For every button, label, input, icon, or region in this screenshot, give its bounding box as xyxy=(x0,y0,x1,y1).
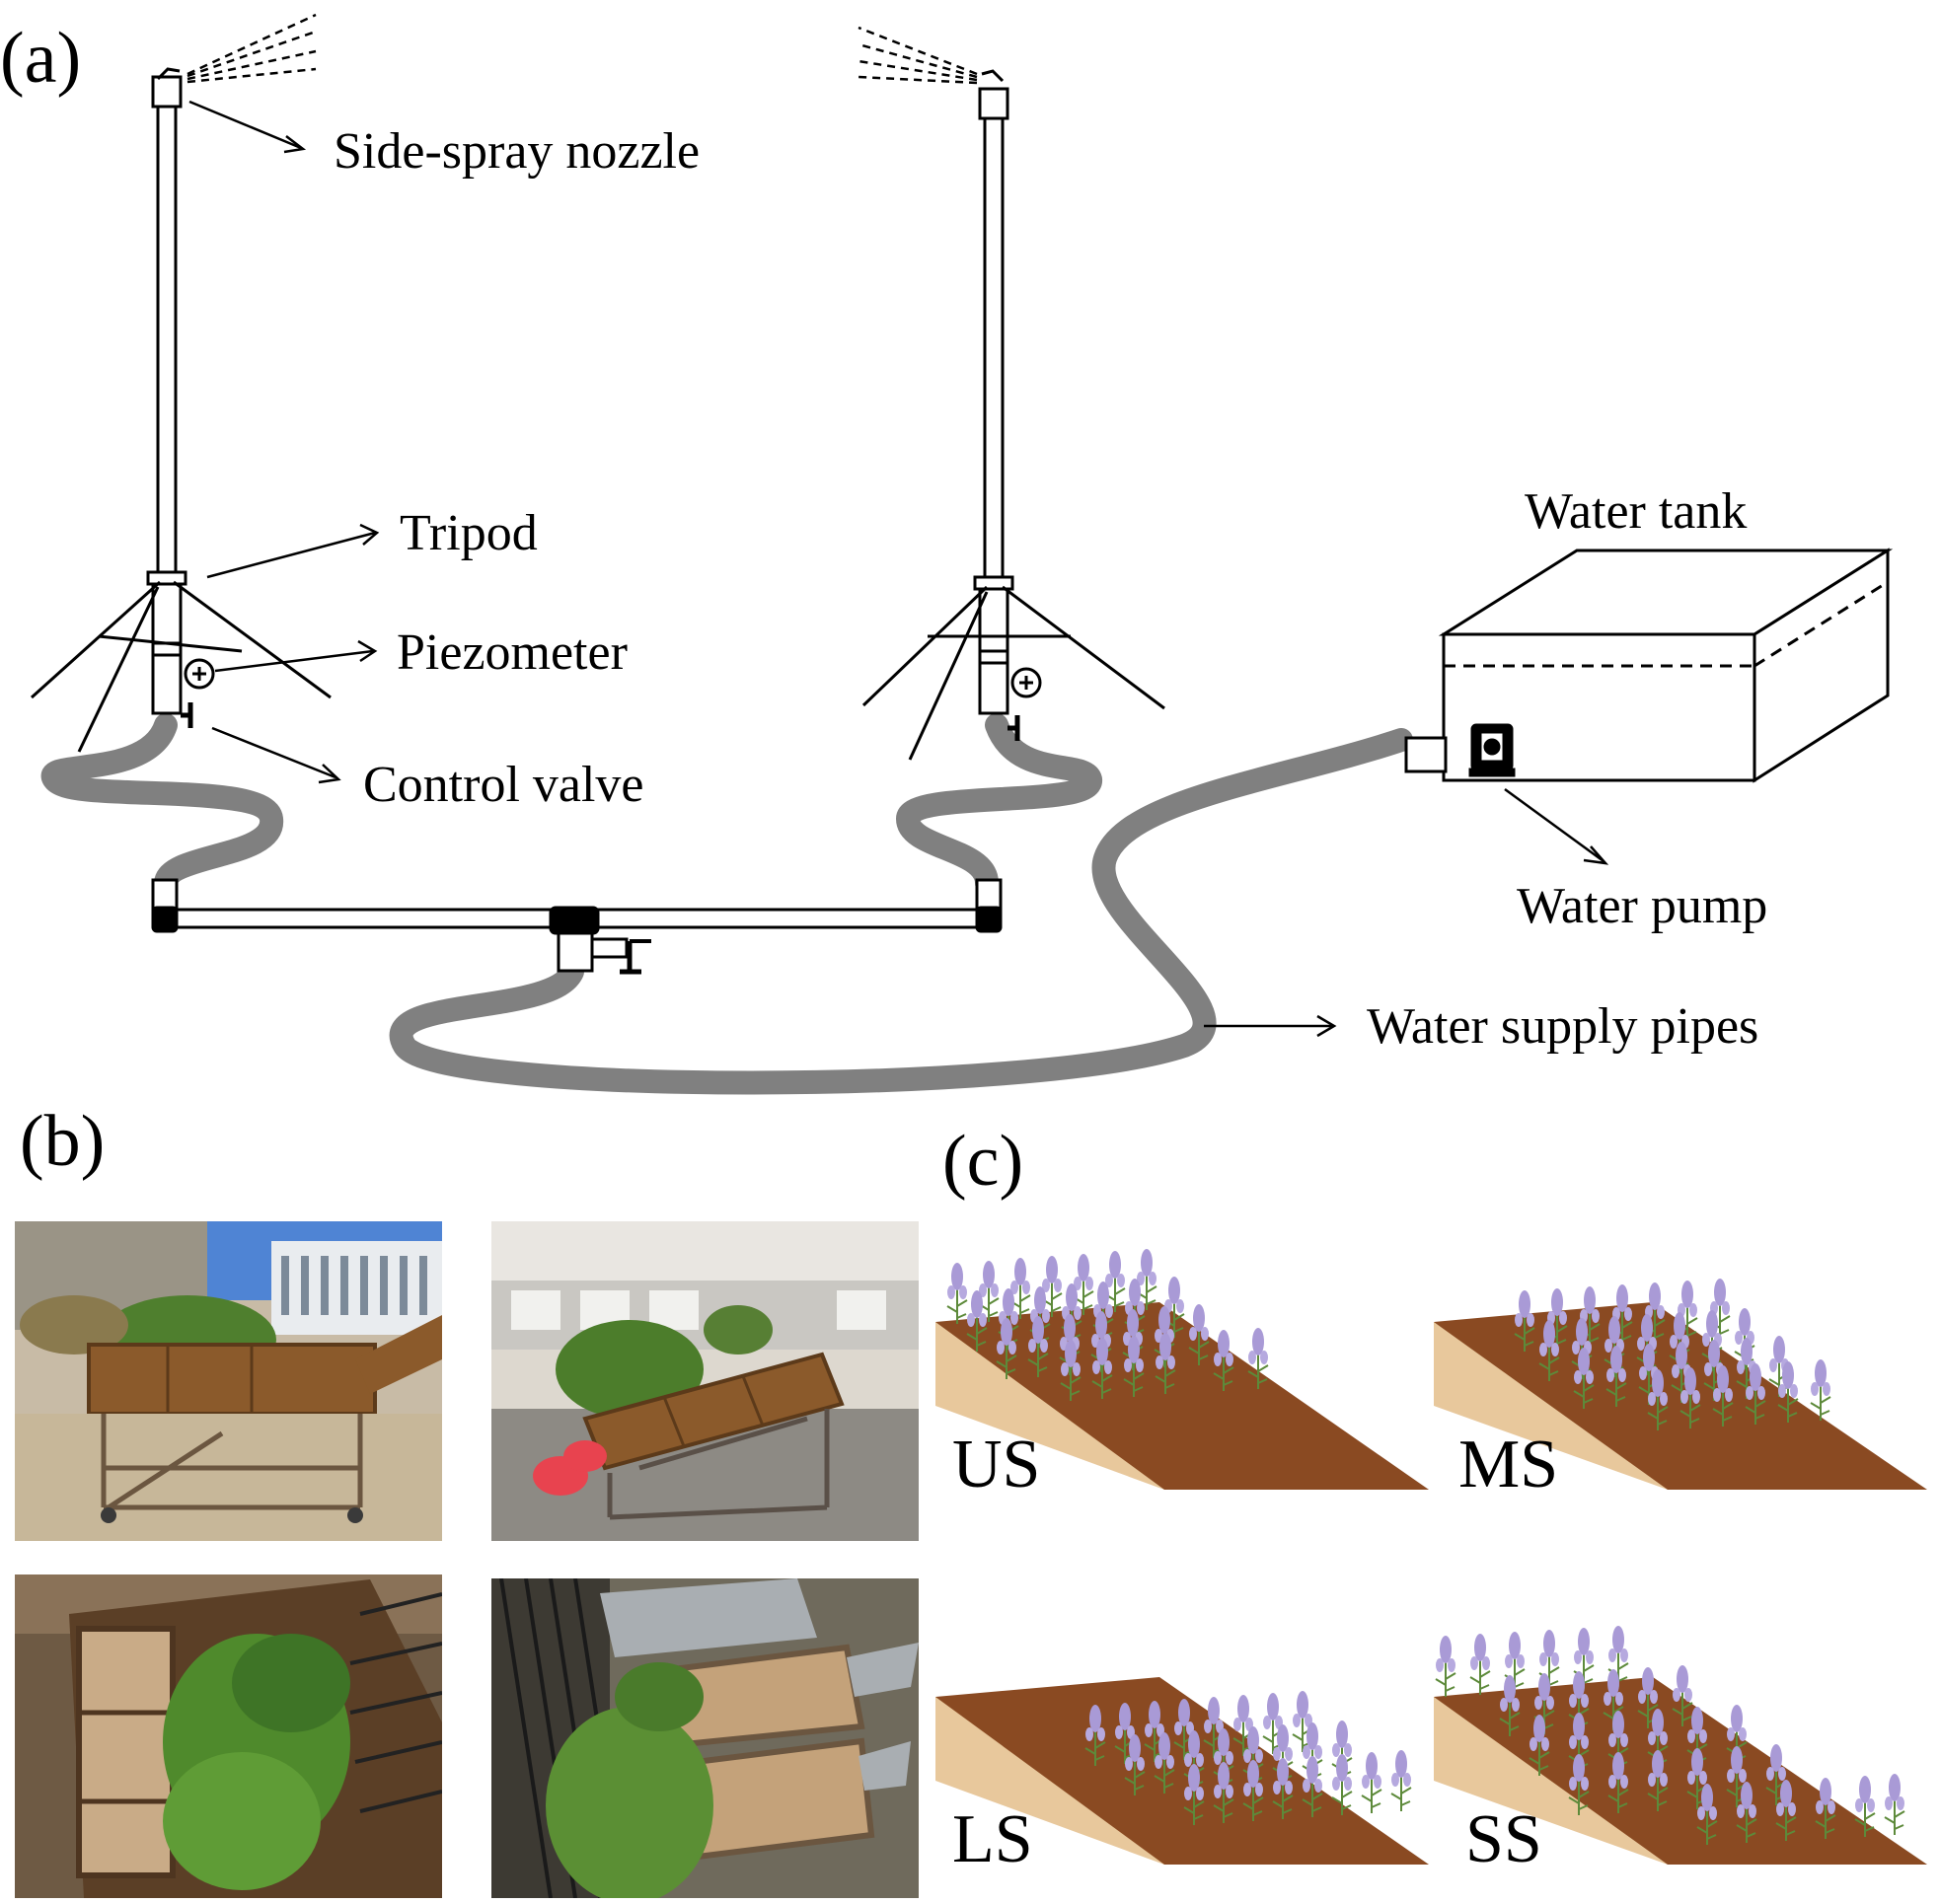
panel-c-label: (c) xyxy=(942,1121,1024,1202)
slope-label-ss: SS xyxy=(1465,1801,1542,1877)
left-stand xyxy=(30,67,332,753)
piezometer-arrow xyxy=(214,649,374,673)
water-pump-icon xyxy=(1468,723,1516,777)
callout-arrows xyxy=(188,100,1609,1038)
photo-topdown-box-2 xyxy=(491,1578,919,1898)
right-stand xyxy=(861,69,1165,761)
pump-label: Water pump xyxy=(1517,878,1768,934)
left-spray-lines xyxy=(187,13,317,84)
slope-ms-plants xyxy=(1514,1278,1831,1431)
tee-joint xyxy=(549,906,600,935)
valve-label: Control valve xyxy=(363,757,644,813)
photo-topdown-box-1 xyxy=(15,1574,442,1898)
right-nozzle-head xyxy=(978,87,1009,120)
panel-b-label: (b) xyxy=(20,1101,106,1182)
slope-label-ls: LS xyxy=(952,1801,1033,1877)
tripod-arrow xyxy=(206,531,376,579)
rainfall-simulator-schematic xyxy=(30,13,1894,1095)
photo-indoor-box xyxy=(491,1221,919,1541)
slope-label-ms: MS xyxy=(1458,1427,1559,1502)
tripod-label: Tripod xyxy=(400,505,538,561)
panel-a-label: (a) xyxy=(0,18,82,99)
slope-label-us: US xyxy=(952,1427,1041,1502)
valve-arrow xyxy=(211,726,336,779)
manifold-pipe xyxy=(151,878,1003,975)
water-tank xyxy=(1404,548,1894,783)
slope-us-plants xyxy=(946,1248,1269,1402)
photo-outdoor-box xyxy=(15,1221,442,1541)
pipes-label: Water supply pipes xyxy=(1367,998,1759,1055)
piezometer-label: Piezometer xyxy=(397,624,628,681)
right-spray-lines xyxy=(858,26,978,85)
left-mast xyxy=(156,92,178,579)
left-nozzle-head xyxy=(151,75,183,109)
water-supply-hoses xyxy=(40,713,1413,1095)
nozzle-arrow xyxy=(188,100,302,150)
tank-label: Water tank xyxy=(1525,483,1748,540)
pump-arrow xyxy=(1504,787,1604,863)
slope-ls-plants xyxy=(1084,1690,1412,1826)
nozzle-label: Side-spray nozzle xyxy=(334,123,701,180)
right-mast xyxy=(983,92,1005,584)
